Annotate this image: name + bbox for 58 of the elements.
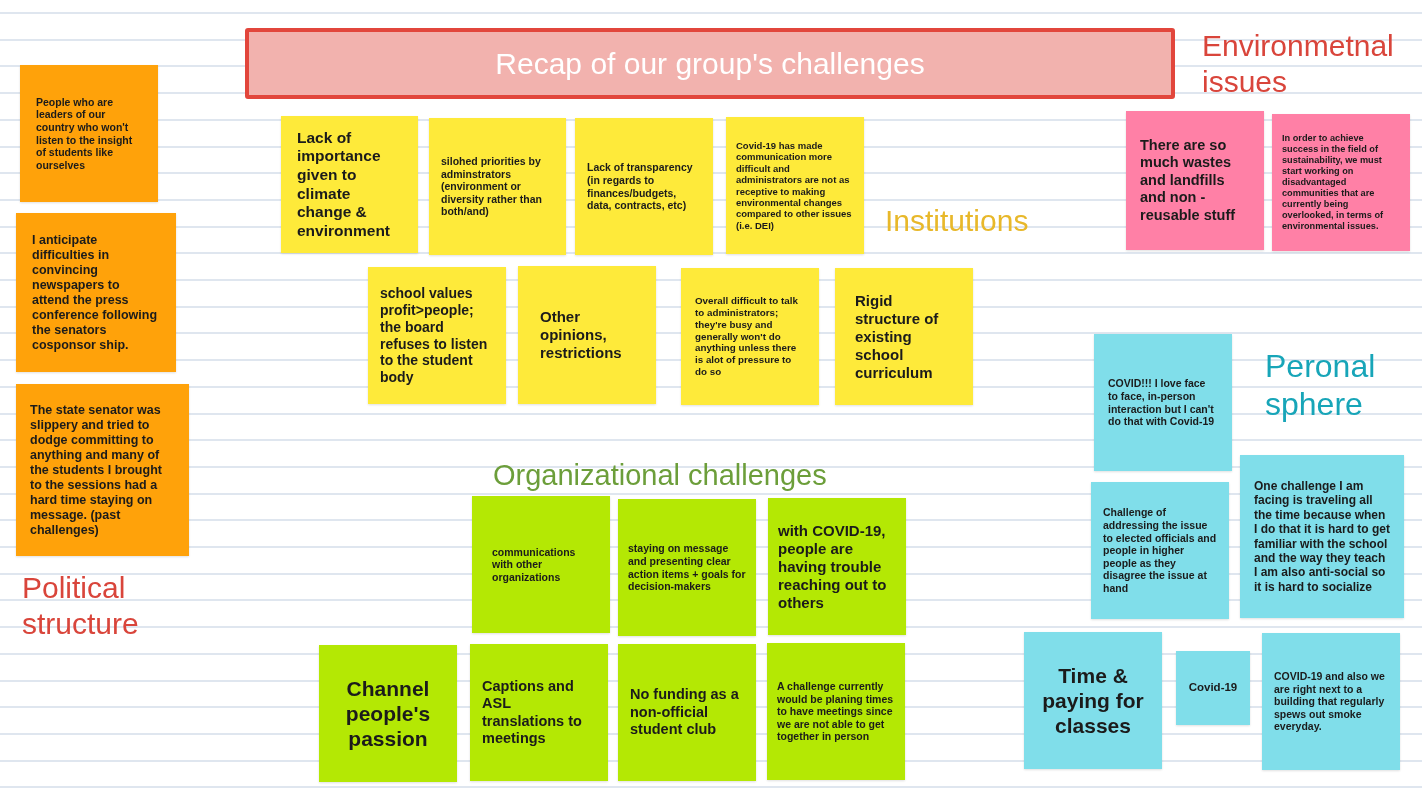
sticky-note — [681, 268, 819, 405]
sticky-note — [835, 268, 973, 405]
sticky-note — [618, 499, 756, 636]
note-text: silohed priorities by adminstrators (environment or diversity rather than both/and) — [441, 155, 543, 218]
note-text: Time & paying for classes — [1041, 662, 1145, 739]
note-text: Captions and ASL translations to meetings — [482, 677, 583, 748]
sticky-note — [726, 117, 864, 254]
category-heading: Organizational challenges — [493, 458, 827, 493]
note-text: school values profit>people; the board refuses to listen to the student body — [380, 285, 489, 386]
sticky-note — [1262, 633, 1400, 770]
sticky-note — [768, 498, 906, 635]
sticky-note — [1176, 651, 1250, 725]
note-text: No funding as a non-official student club — [630, 686, 740, 739]
note-text: Other opinions, restrictions — [540, 308, 623, 362]
sticky-note — [1024, 632, 1162, 769]
note-text: In order to achieve success in the field of sustainability, we must start working on disadvantaged communities that are currently being overlooked, in terms of environmental issues. — [1282, 132, 1385, 233]
note-text: Covid-19 — [1188, 681, 1238, 695]
note-text: There are so much wastes and landfills and non - reusable stuff — [1140, 137, 1237, 224]
sticky-note — [575, 118, 713, 255]
category-heading: Peronal sphere — [1265, 347, 1377, 424]
diagram-title: Recap of our group's challenges — [495, 46, 925, 81]
note-text: Covid-19 has made communication more difficult and administrators are not as receptive to making environmental changes compared to other issues (i.e. DEI) — [736, 139, 853, 232]
note-text: Channel people's passion — [344, 675, 432, 752]
sticky-note — [470, 644, 608, 781]
sticky-note — [281, 116, 418, 253]
note-text: Lack of importance given to climate change & environment — [297, 128, 391, 241]
sticky-note — [1272, 114, 1410, 251]
note-text: The state senator was slippery and tried to dodge committing to anything and many of the students I brought to the sessions had a hard time staying on message. (past challenges) — [30, 402, 163, 538]
sticky-note — [16, 213, 176, 372]
category-heading: Political structure — [22, 570, 140, 642]
sticky-note — [319, 645, 457, 782]
note-text: Overall difficult to talk to administrators; they're busy and generally won't do anything unless there is alot of pressure to do so — [695, 295, 799, 378]
note-text: Challenge of addressing the issue to elected officials and people in higher people as they disagree the issue at hand — [1103, 506, 1217, 595]
note-text: Lack of transparency (in regards to finances/budgets, data, contracts, etc) — [587, 161, 694, 212]
sticky-note — [1094, 334, 1232, 471]
note-text: A challenge currently would be planing times to have meetings since we are not able to get together in person — [777, 680, 895, 743]
sticky-note — [767, 643, 905, 780]
sticky-note — [472, 496, 610, 633]
note-text: COVID-19 and also we are right next to a building that regularly spews out smoke everyday. — [1274, 670, 1386, 733]
sticky-note — [1126, 111, 1264, 250]
category-heading: Environmetnal issues — [1202, 28, 1395, 100]
note-text: staying on message and presenting clear action items + goals for decision-makers — [628, 542, 746, 593]
note-text: with COVID-19, people are having trouble reaching out to others — [778, 521, 888, 612]
sticky-note — [618, 644, 756, 781]
note-text: communications with other organizations — [492, 545, 577, 584]
note-text: Rigid structure of existing school curriculum — [855, 291, 940, 382]
note-text: I anticipate difficulties in convincing newspapers to attend the press conference following the senators cosponsor ship. — [32, 232, 158, 353]
note-text: COVID!!! I love face to face, in-person interaction but I can't do that with Covid-19 — [1108, 377, 1216, 428]
category-heading: Institutions — [885, 203, 1029, 239]
sticky-note — [368, 267, 506, 404]
sticky-note — [1240, 455, 1404, 618]
sticky-note — [16, 384, 189, 556]
note-text: People who are leaders of our country who won't listen to the insight of students like ourselves — [36, 95, 134, 172]
sticky-note — [429, 118, 566, 255]
sticky-note — [20, 65, 158, 202]
note-text: One challenge I am facing is traveling all the time because when I do that it is hard to get familiar with the school and the way they teach I am also anti-social so it is hard to socialize — [1254, 478, 1390, 595]
sticky-note — [518, 266, 656, 404]
sticky-note — [1091, 482, 1229, 619]
